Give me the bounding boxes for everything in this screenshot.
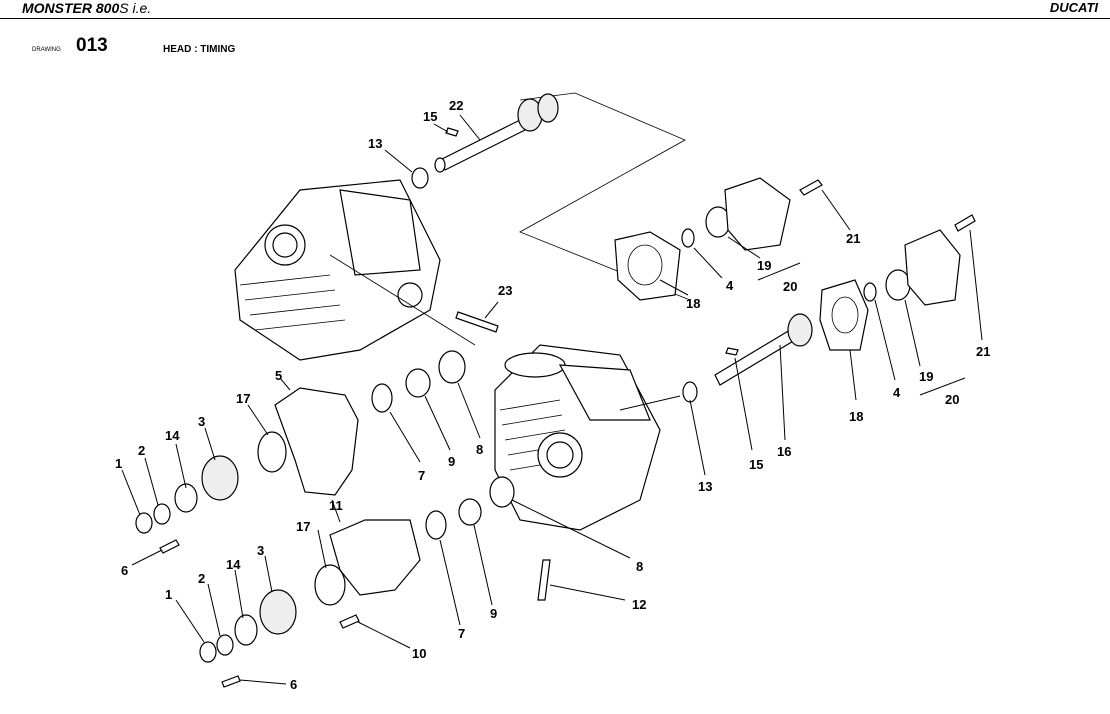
cover-11 bbox=[329, 519, 421, 596]
stud-12 bbox=[537, 559, 551, 601]
callout-15-lower: 15 bbox=[749, 457, 763, 472]
callout-9-upper: 9 bbox=[448, 454, 455, 469]
callout-14-lower: 14 bbox=[226, 557, 241, 572]
cover-20-upper bbox=[724, 177, 791, 251]
cover-20-lower bbox=[904, 229, 961, 306]
callout-11: 11 bbox=[329, 498, 343, 513]
leader-lines bbox=[121, 114, 983, 685]
callout-7-upper: 7 bbox=[418, 468, 425, 483]
callout-13-upper: 13 bbox=[368, 136, 382, 151]
screw-6-lower bbox=[221, 675, 241, 688]
model-name: MONSTER 800 bbox=[22, 0, 120, 16]
callout-18-lower: 18 bbox=[849, 409, 863, 424]
gasket-18-upper bbox=[614, 231, 681, 301]
screw-21-upper bbox=[799, 179, 823, 196]
screw-10 bbox=[339, 614, 360, 629]
washer-14-lower bbox=[234, 614, 258, 646]
callout-7-lower: 7 bbox=[458, 626, 465, 641]
camshaft-lower bbox=[714, 329, 796, 386]
gasket-18-lower bbox=[819, 279, 869, 351]
circlip-13-lower bbox=[682, 381, 698, 403]
callout-4-upper: 4 bbox=[726, 278, 734, 293]
callout-1-lower: 1 bbox=[165, 587, 172, 602]
callout-18-upper: 18 bbox=[686, 296, 700, 311]
callout-3-lower: 3 bbox=[257, 543, 264, 558]
spacer-9-lower bbox=[458, 498, 482, 526]
model-suffix: S i.e. bbox=[119, 0, 152, 16]
callout-14-upper: 14 bbox=[165, 428, 180, 443]
callout-21-upper: 21 bbox=[846, 231, 860, 246]
stud-23 bbox=[455, 311, 499, 333]
circlip-13-upper bbox=[411, 167, 429, 189]
model-title: MONSTER 800S i.e. bbox=[22, 0, 151, 16]
callout-19-upper: 19 bbox=[757, 258, 771, 273]
callout-17-lower: 17 bbox=[296, 519, 310, 534]
callout-9-lower: 9 bbox=[490, 606, 497, 621]
callout-2-upper: 2 bbox=[138, 443, 145, 458]
callout-22-upper: 22 bbox=[449, 98, 463, 113]
callout-12: 12 bbox=[632, 597, 646, 612]
camshaft-lobe-lower bbox=[787, 313, 813, 347]
washer-2-lower bbox=[216, 634, 234, 656]
bearing-19-lower bbox=[885, 269, 911, 301]
callout-20-upper: 20 bbox=[783, 279, 797, 294]
gear-3-lower bbox=[259, 589, 297, 635]
sheet-title: HEAD : TIMING bbox=[163, 44, 236, 55]
callout-19-lower: 19 bbox=[919, 369, 933, 384]
callout-labels: 22 15 13 21 19 20 4 18 23 21 19 20 4 18 … bbox=[115, 98, 990, 692]
callout-23: 23 bbox=[498, 283, 512, 298]
callout-6-lower: 6 bbox=[290, 677, 297, 692]
cover-5 bbox=[274, 387, 359, 496]
seal-7-lower bbox=[425, 510, 447, 540]
callout-5: 5 bbox=[275, 368, 282, 383]
nut-1-lower bbox=[199, 641, 217, 663]
callout-17-upper: 17 bbox=[236, 391, 250, 406]
washer-2-upper bbox=[153, 503, 171, 525]
flange-17-lower bbox=[314, 564, 346, 606]
brand-logo: DUCATI bbox=[1049, 0, 1098, 15]
camshaft-upper bbox=[434, 93, 559, 173]
bearing-8-upper bbox=[438, 350, 466, 384]
key-15-lower bbox=[725, 347, 739, 356]
screw-6-upper bbox=[159, 539, 180, 554]
flange-17-upper bbox=[257, 431, 287, 473]
callout-8-lower: 8 bbox=[636, 559, 643, 574]
rear-cylinder-head bbox=[234, 179, 476, 361]
callout-13-lower: 13 bbox=[698, 479, 712, 494]
callout-4-lower: 4 bbox=[893, 385, 901, 400]
callout-20-lower: 20 bbox=[945, 392, 959, 407]
group-outline-top bbox=[519, 92, 691, 301]
callout-1-upper: 1 bbox=[115, 456, 122, 471]
drawing-label: DRAWING bbox=[32, 47, 61, 53]
circlip-4-lower bbox=[863, 282, 877, 302]
callout-21-lower: 21 bbox=[976, 344, 990, 359]
callout-10: 10 bbox=[412, 646, 426, 661]
spacer-9-upper bbox=[405, 368, 431, 398]
front-cylinder-head bbox=[494, 344, 661, 531]
seal-7-upper bbox=[371, 383, 393, 413]
callout-2-lower: 2 bbox=[198, 571, 205, 586]
callout-16: 16 bbox=[777, 444, 791, 459]
washer-14-upper bbox=[174, 483, 198, 513]
nut-1-upper bbox=[135, 512, 153, 534]
gear-3-upper bbox=[201, 455, 239, 501]
screw-21-lower bbox=[954, 214, 976, 232]
callout-3-upper: 3 bbox=[198, 414, 205, 429]
drawing-number: 013 bbox=[76, 35, 108, 56]
circlip-4-upper bbox=[681, 228, 695, 248]
callout-8-upper: 8 bbox=[476, 442, 483, 457]
bearing-8-lower bbox=[489, 476, 515, 508]
page-header: MONSTER 800S i.e. DUCATI bbox=[0, 0, 1110, 19]
callout-6-upper: 6 bbox=[121, 563, 128, 578]
callout-15-upper: 15 bbox=[423, 109, 437, 124]
